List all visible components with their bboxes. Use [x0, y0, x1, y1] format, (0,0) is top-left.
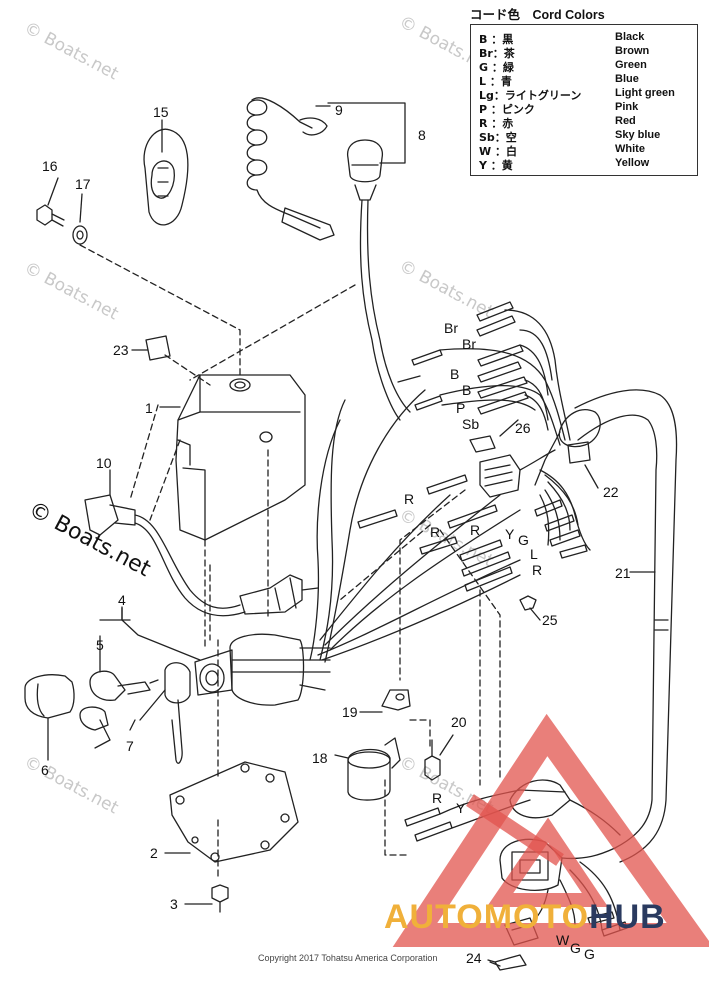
- wire-label-br: Br: [462, 336, 476, 352]
- wire-label-w: W: [556, 932, 570, 948]
- legend-code: G ：緑: [479, 61, 514, 74]
- part-number-19[interactable]: 19: [342, 704, 358, 720]
- wire-label-r: R: [532, 562, 543, 578]
- legend-code: P ：ピンク: [479, 103, 535, 116]
- legend-color: Brown: [615, 45, 650, 57]
- automotohub-logo: [392, 713, 709, 947]
- part-number-3[interactable]: 3: [170, 896, 178, 912]
- legend-color: Red: [615, 115, 636, 127]
- wire-label-p: P: [456, 400, 466, 416]
- wire-label-y: Y: [456, 800, 466, 816]
- legend-row: Br：茶 Brown: [479, 45, 649, 61]
- wire-label-y: Y: [505, 526, 515, 542]
- part-number-24[interactable]: 24: [466, 950, 482, 966]
- part-number-6[interactable]: 6: [41, 762, 49, 778]
- part-number-9[interactable]: 9: [335, 102, 343, 118]
- part-number-15[interactable]: 15: [153, 104, 169, 120]
- brand-part1: AUTOMOTO: [384, 898, 590, 936]
- legend-row: R ：赤 Red: [479, 115, 636, 131]
- legend-row: W ：白 White: [479, 143, 645, 159]
- legend-code: B ：黒: [479, 33, 514, 46]
- part-number-10[interactable]: 10: [96, 455, 112, 471]
- wire-label-br: Br: [444, 320, 458, 336]
- automotohub-wordmark: AUTOMOTOHUB: [384, 898, 666, 937]
- wire-label-g: G: [518, 532, 529, 548]
- part-number-5[interactable]: 5: [96, 637, 104, 653]
- legend-color: Sky blue: [615, 129, 661, 141]
- legend-code: R ：赤: [479, 117, 514, 130]
- wire-label-b: B: [450, 366, 460, 382]
- wire-label-r: R: [404, 491, 415, 507]
- part-number-21[interactable]: 21: [615, 565, 631, 581]
- legend-color: Black: [615, 31, 645, 43]
- legend-code: Br：茶: [479, 47, 515, 60]
- part-number-8[interactable]: 8: [418, 127, 426, 143]
- part-number-25[interactable]: 25: [542, 612, 558, 628]
- part-number-17[interactable]: 17: [75, 176, 91, 192]
- legend-color: Pink: [615, 101, 639, 113]
- wire-label-b: B: [462, 382, 472, 398]
- legend-color: Blue: [615, 73, 639, 85]
- part-number-23[interactable]: 23: [113, 342, 129, 358]
- wire-label-r: R: [430, 524, 441, 540]
- copyright-notice: Copyright 2017 Tohatsu America Corporati…: [258, 953, 438, 963]
- wire-label-sb: Sb: [462, 416, 480, 432]
- legend-row: G ：緑 Green: [479, 59, 647, 75]
- legend-row: L ：青 Blue: [479, 73, 639, 89]
- part-number-22[interactable]: 22: [603, 484, 619, 500]
- wire-label-g: G: [570, 940, 581, 956]
- cord-color-legend: B ：黒 Black Br：茶 Brown G ：緑 Green L ：青 Blue L…: [470, 24, 698, 176]
- part-number-18[interactable]: 18: [312, 750, 328, 766]
- part-number-26[interactable]: 26: [515, 420, 531, 436]
- legend-title: コード色 Cord Colors: [470, 8, 605, 22]
- legend-code: Y ：黄: [479, 159, 513, 172]
- legend-color: Green: [615, 59, 647, 71]
- wire-label-r: R: [470, 522, 481, 538]
- legend-code: Lg：ライトグリーン: [479, 89, 582, 102]
- part-number-7[interactable]: 7: [126, 738, 134, 754]
- legend-code: Sb：空: [479, 131, 517, 144]
- legend-row: B ：黒 Black: [479, 31, 644, 47]
- legend-row: Lg：ライトグリーン Light green: [479, 87, 675, 103]
- brand-part2: HUB: [589, 898, 666, 936]
- legend-row: Y ：黄 Yellow: [479, 157, 649, 173]
- legend-color: Yellow: [615, 157, 650, 169]
- wire-label-g: G: [584, 946, 595, 962]
- part-number-2[interactable]: 2: [150, 845, 158, 861]
- legend-row: P ：ピンク Pink: [479, 101, 638, 117]
- legend-code: L ：青: [479, 75, 512, 88]
- wire-label-r: R: [432, 790, 443, 806]
- part-number-16[interactable]: 16: [42, 158, 58, 174]
- legend-color: White: [615, 143, 645, 155]
- part-number-4[interactable]: 4: [118, 592, 126, 608]
- legend-color: Light green: [615, 87, 675, 99]
- part-number-1[interactable]: 1: [145, 400, 153, 416]
- legend-code: W ：白: [479, 145, 517, 158]
- wire-label-l: L: [530, 546, 538, 562]
- part-number-20[interactable]: 20: [451, 714, 467, 730]
- legend-row: Sb：空 Sky blue: [479, 129, 660, 145]
